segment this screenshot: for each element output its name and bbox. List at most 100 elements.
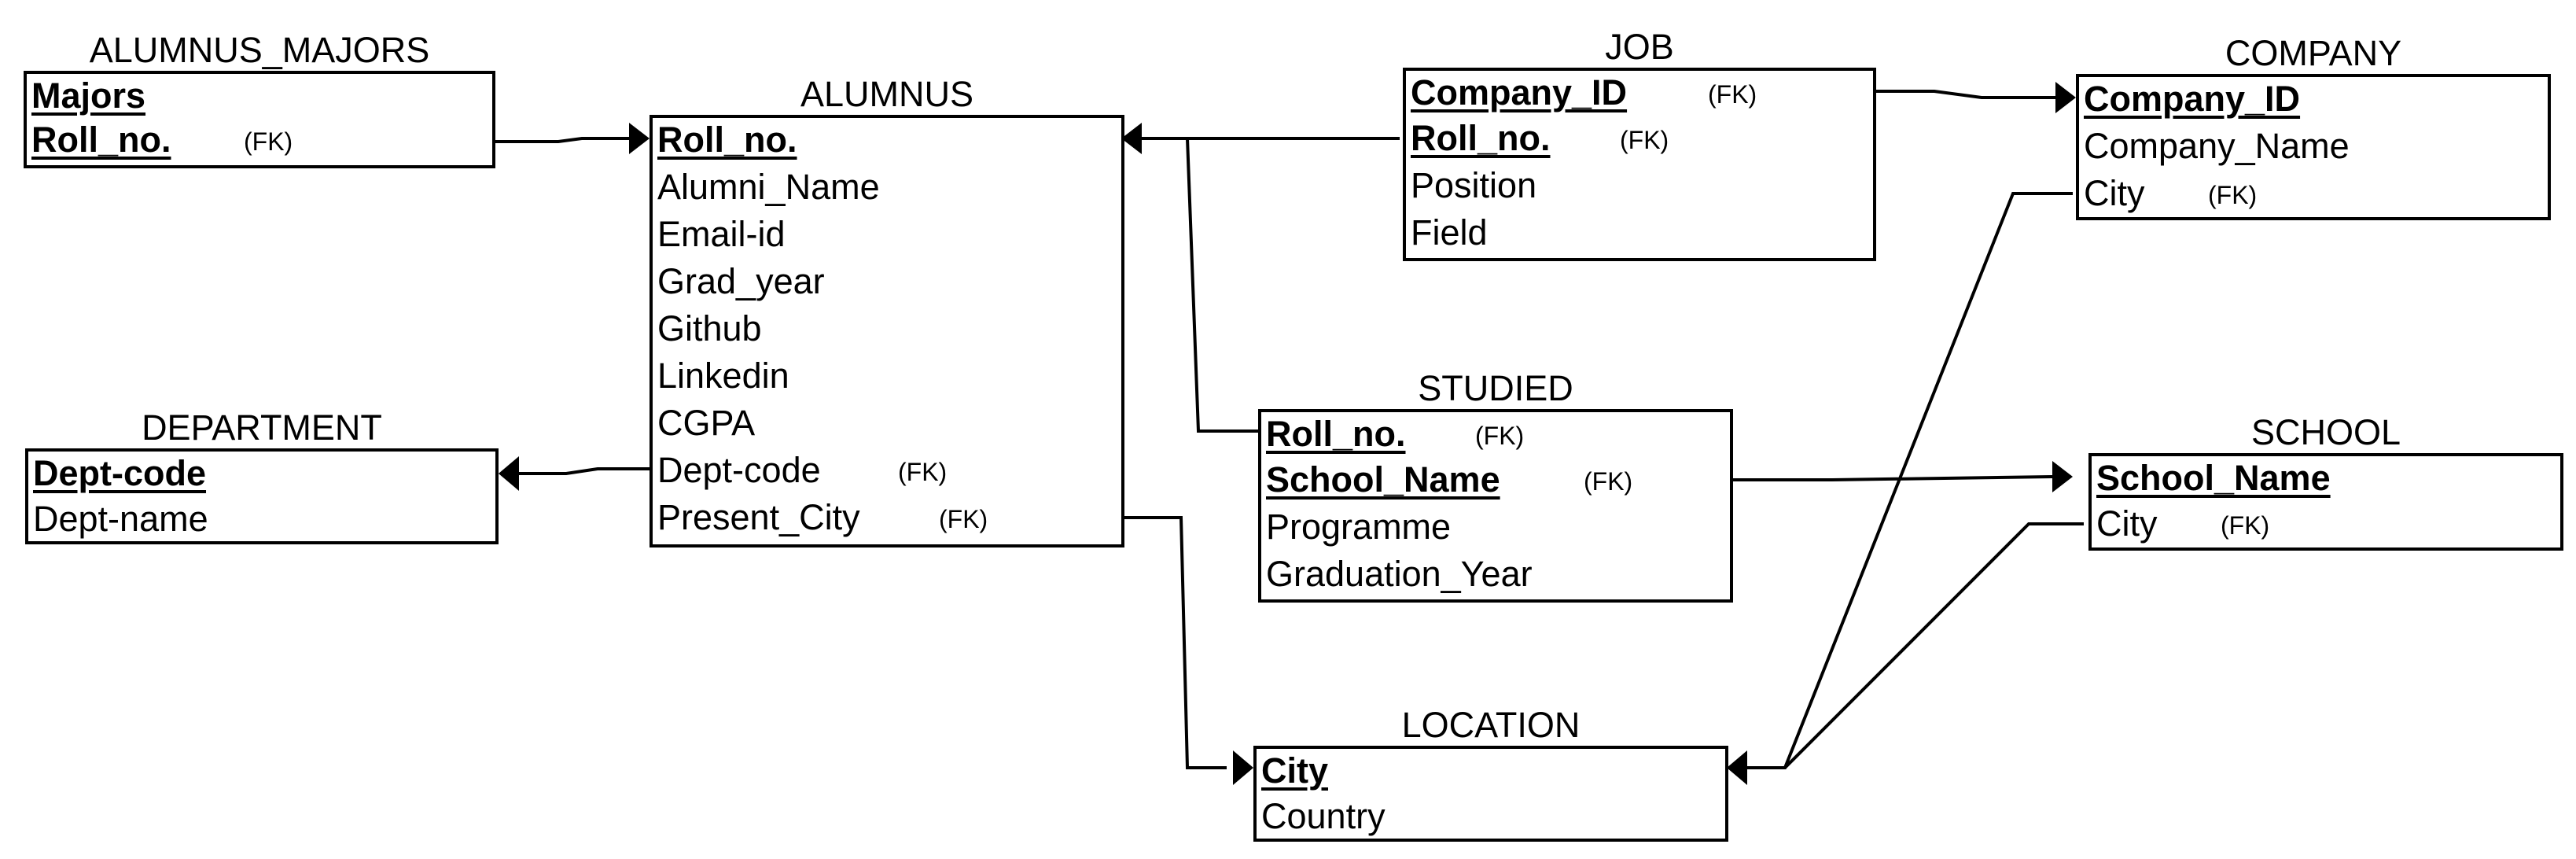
attribute-dept-code: Dept-code (33, 452, 206, 496)
entity-location: LOCATION City Country (1253, 705, 1728, 842)
attribute-name: Field (1411, 212, 1488, 253)
attribute-name: Majors (31, 76, 146, 116)
arrow-into-location-from-company-school (1727, 750, 1747, 785)
attribute-name: City (2096, 503, 2158, 544)
fk-marker: (FK) (939, 505, 988, 533)
entity-box: Dept-code Dept-name (25, 448, 499, 544)
connector-school-to-location (1783, 522, 2084, 769)
connector-alumnus-majors-to-alumnus (495, 137, 629, 143)
attribute-alumni-name: Alumni_Name (657, 165, 880, 209)
connector-alumnus-to-department (510, 467, 650, 475)
attribute-position: Position (1411, 164, 1536, 208)
entity-title: STUDIED (1418, 368, 1573, 408)
connector-company-to-location (1746, 192, 2073, 769)
attribute-roll-no: Roll_no. (657, 118, 797, 162)
attribute-name: City (1261, 750, 1329, 791)
entity-title: SCHOOL (2250, 412, 2401, 452)
entity-box: Roll_no. Alumni_Name Email-id Grad_year … (650, 115, 1124, 547)
entity-title: ALUMNUS_MAJORS (89, 30, 430, 70)
attribute-name: Github (657, 308, 762, 348)
fk-marker: (FK) (898, 458, 948, 486)
fk-marker: (FK) (1620, 126, 1669, 154)
attribute-name: Company_ID (1411, 72, 1628, 112)
entity-company: COMPANY Company_ID Company_Name City (FK… (2076, 33, 2551, 220)
attribute-email-id: Email-id (657, 212, 786, 256)
entity-job: JOB Company_ID (FK) Roll_no. (FK) Positi… (1403, 27, 1876, 261)
attribute-name: Alumni_Name (657, 167, 880, 207)
attribute-name: Country (1261, 796, 1386, 836)
entity-title: LOCATION (1401, 705, 1581, 745)
attribute-dept-code: Dept-code (FK) (657, 448, 947, 492)
fk-marker: (FK) (244, 127, 293, 156)
entity-box: Company_ID (FK) Roll_no. (FK) Position F… (1403, 68, 1876, 261)
attribute-name: Email-id (657, 214, 786, 254)
entity-box: Company_ID Company_Name City (FK) (2076, 74, 2551, 220)
attribute-name: Programme (1266, 507, 1452, 547)
attribute-city: City (FK) (2084, 171, 2257, 216)
fk-marker: (FK) (1475, 422, 1525, 450)
arrow-into-school (2052, 461, 2073, 492)
entity-box: School_Name City (FK) (2088, 453, 2563, 551)
attribute-name: City (2084, 173, 2145, 213)
attribute-name: Position (1411, 165, 1537, 205)
entity-title: ALUMNUS (800, 74, 974, 114)
attribute-name: Company_Name (2084, 126, 2350, 166)
attribute-name: Grad_year (657, 261, 825, 301)
attribute-company-id: Company_ID (FK) (1411, 71, 1757, 115)
attribute-name: School_Name (1266, 459, 1500, 500)
attribute-cgpa: CGPA (657, 401, 755, 445)
connector-studied-to-alumnus (1186, 138, 1258, 433)
attribute-school-name: School_Name (2096, 456, 2331, 500)
connector-studied-to-school (1733, 475, 2053, 481)
entity-title: JOB (1605, 27, 1674, 67)
attribute-name: Roll_no. (1411, 118, 1551, 158)
attribute-github: Github (657, 307, 762, 351)
attribute-graduation-year: Graduation_Year (1266, 552, 1533, 596)
attribute-country: Country (1261, 794, 1386, 839)
entity-box: Roll_no. (FK) School_Name (FK) Programme… (1258, 409, 1733, 603)
attribute-roll-no: Roll_no. (FK) (1266, 412, 1524, 456)
attribute-name: Company_ID (2084, 79, 2301, 119)
attribute-grad-year: Grad_year (657, 260, 825, 304)
entity-box: City Country (1253, 746, 1728, 842)
attribute-name: Roll_no. (1266, 414, 1406, 454)
attribute-school-name: School_Name (FK) (1266, 458, 1632, 502)
attribute-linkedin: Linkedin (657, 354, 789, 398)
connector-job-to-company (1876, 90, 2055, 99)
attribute-name: Linkedin (657, 356, 789, 396)
fk-marker: (FK) (1708, 80, 1757, 109)
entity-alumnus: ALUMNUS Roll_no. Alumni_Name Email-id Gr… (650, 74, 1124, 547)
attribute-roll-no: Roll_no. (FK) (1411, 116, 1669, 160)
entity-title: DEPARTMENT (142, 407, 382, 448)
attribute-company-id: Company_ID (2084, 77, 2300, 121)
arrow-into-alumnus-majors-link (629, 123, 650, 154)
entity-department: DEPARTMENT Dept-code Dept-name (25, 407, 499, 544)
entity-title: COMPANY (2225, 33, 2402, 73)
connector-alumnus-to-location (1121, 516, 1227, 769)
attribute-city: City (FK) (2096, 502, 2269, 546)
entity-studied: STUDIED Roll_no. (FK) School_Name (FK) P… (1258, 368, 1733, 603)
fk-marker: (FK) (1584, 467, 1633, 496)
attribute-programme: Programme (1266, 505, 1451, 549)
attribute-field: Field (1411, 211, 1488, 255)
entity-alumnus-majors: ALUMNUS_MAJORS Majors Roll_no. (FK) (24, 30, 495, 168)
attribute-dept-name: Dept-name (33, 497, 208, 541)
attribute-name: Dept-name (33, 499, 208, 539)
attribute-majors: Majors (31, 74, 145, 118)
arrow-into-company (2055, 82, 2076, 113)
attribute-name: Dept-code (33, 453, 207, 493)
arrow-into-department (499, 456, 519, 491)
entity-school: SCHOOL School_Name City (FK) (2088, 412, 2563, 551)
fk-marker: (FK) (2208, 181, 2258, 209)
attribute-name: Present_City (657, 497, 860, 537)
attribute-name: Graduation_Year (1266, 554, 1533, 594)
entity-box: Majors Roll_no. (FK) (24, 71, 495, 168)
arrow-into-alumnus-from-job (1121, 123, 1142, 154)
fk-marker: (FK) (2221, 511, 2270, 540)
attribute-name: CGPA (657, 403, 756, 443)
attribute-present-city: Present_City (FK) (657, 496, 988, 540)
attribute-city: City (1261, 749, 1328, 793)
attribute-name: Roll_no. (657, 120, 797, 160)
